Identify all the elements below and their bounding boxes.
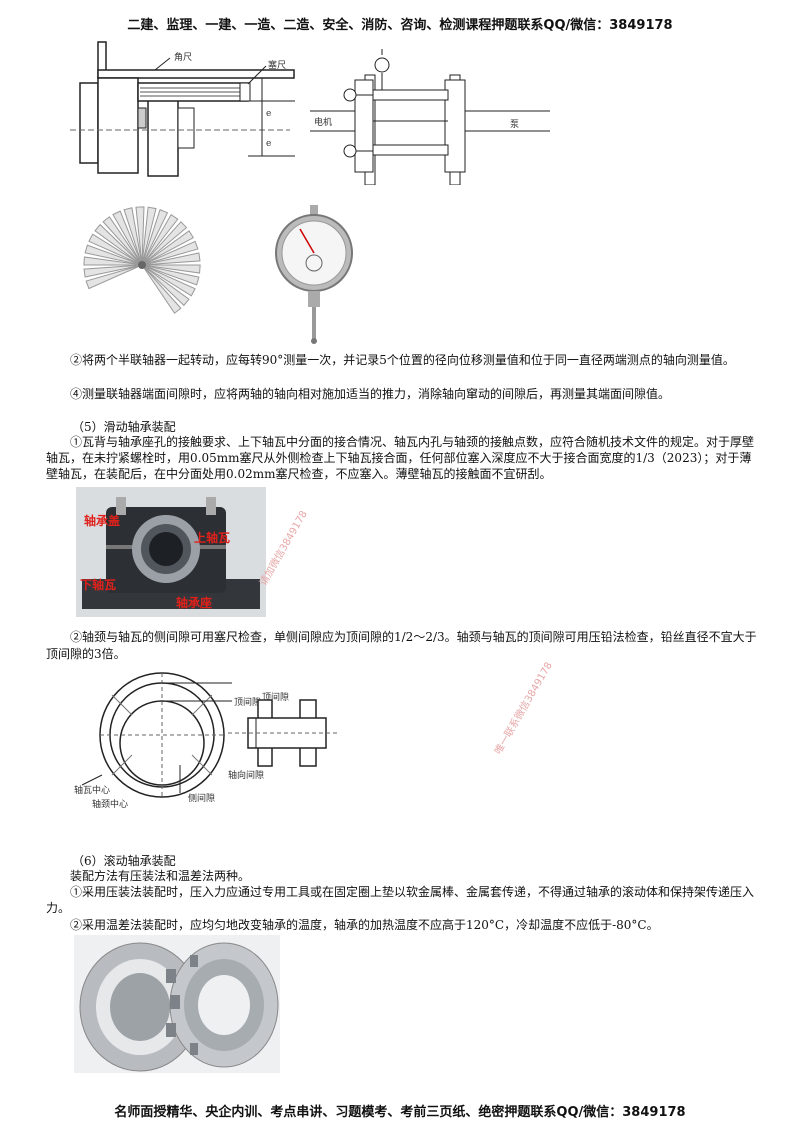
feeler-blade: [141, 221, 188, 266]
feeler-blade: [141, 240, 199, 266]
section-title-rolling-bearing: （6）滚动轴承装配: [72, 854, 176, 868]
paragraph-assembly-methods: 装配方法有压装法和温差法两种。: [70, 869, 251, 883]
feeler-blade: [141, 213, 179, 266]
feeler-blade: [141, 264, 200, 286]
label-top-clearance-left: 顶间隙: [234, 696, 261, 708]
page-header: 二建、监理、一建、一造、二造、安全、消防、咨询、检测课程押题联系QQ/微信：38…: [127, 18, 673, 33]
feeler-blade: [141, 252, 201, 266]
label-e-2: e: [266, 139, 271, 149]
feeler-blade: [83, 264, 143, 278]
label-bearing-cover: 轴承盖: [84, 513, 120, 528]
paragraph-side-clearance: ②轴颈与轴瓦的侧间隙可用塞尺检查，单侧间隙应为顶间隙的1/2～2/3。轴颈与轴瓦…: [46, 630, 757, 661]
feeler-blade: [141, 264, 196, 297]
label-top-clearance: 顶间隙: [262, 691, 289, 703]
label-lower-shell: 下轴瓦: [80, 577, 116, 592]
label-axial-clearance: 轴向间隙: [228, 769, 264, 780]
label-e-1: e: [266, 109, 271, 119]
label-motor: 电机: [314, 116, 332, 128]
feeler-blade: [85, 264, 143, 290]
paragraph-radial-measure: ②将两个半联轴器一起转动，应每转90°测量一次，并记录5个位置的径向位移测量值和…: [70, 353, 735, 367]
feeler-blade: [141, 264, 182, 314]
watermark-2: 唯一联系微信3849178: [493, 660, 555, 757]
label-journal-center: 轴颈中心: [92, 798, 128, 810]
feeler-blade: [135, 206, 145, 266]
label-square: 角尺: [174, 51, 192, 63]
feeler-blade: [141, 230, 195, 266]
feeler-blade: [88, 233, 143, 266]
paragraph-end-clearance: ④测量联轴器端面间隙时，应将两轴的轴向相对施加适当的推力，消除轴向窜动的间隙后，…: [70, 387, 671, 401]
bearing-block-image: 轴承盖 上轴瓦 下轴瓦 轴承座: [76, 487, 266, 617]
feeler-blade: [141, 264, 190, 307]
feeler-blade: [141, 209, 169, 266]
paragraph-sliding-bearing-1: ①瓦背与轴承座孔的接触要求、上下轴瓦中分面的接合情况、轴瓦内孔与轴颈的接触点数，…: [46, 435, 755, 481]
rolling-bearing-image: [74, 935, 280, 1073]
label-side-clearance: 侧间隙: [188, 792, 215, 804]
label-upper-shell: 上轴瓦: [194, 530, 230, 545]
page-footer: 名师面授精华、央企内训、考点串讲、习题模考、考前三页纸、绝密押题联系QQ/微信：…: [114, 1105, 686, 1120]
alignment-figure: 电机 泵: [310, 49, 550, 185]
feeler-blade: [141, 206, 157, 266]
section-title-sliding-bearing: （5）滑动轴承装配: [72, 420, 176, 434]
label-shell-center: 轴瓦中心: [74, 784, 110, 796]
paragraph-press-fit: ①采用压装法装配时，压入力应通过专用工具或在固定圈上垫以软金属棒、金属套传递，不…: [46, 885, 755, 915]
feeler-blade: [123, 207, 143, 266]
feeler-blade: [112, 210, 143, 266]
clearance-diagram: 顶间隙 轴瓦中心 轴颈中心 侧间隙: [74, 672, 261, 810]
feeler-blade: [83, 256, 143, 266]
feeler-blade: [94, 223, 143, 266]
feeler-blade: [141, 264, 201, 274]
label-bearing-seat: 轴承座: [176, 595, 212, 610]
feeler-blade: [102, 216, 143, 266]
coupling-measure-figure: 角尺 塞尺 e e: [70, 41, 295, 177]
dial-indicator-image: [275, 205, 353, 344]
feeler-blade: [84, 244, 143, 266]
label-feeler: 塞尺: [268, 59, 286, 71]
feeler-gauge-image: [83, 206, 201, 314]
journal-diagram: 顶间隙 轴向间隙: [228, 691, 338, 780]
paragraph-thermal-fit: ②采用温差法装配时，应均匀地改变轴承的温度，轴承的加热温度不应高于120°C，冷…: [70, 918, 659, 932]
label-pump: 泵: [510, 119, 519, 130]
